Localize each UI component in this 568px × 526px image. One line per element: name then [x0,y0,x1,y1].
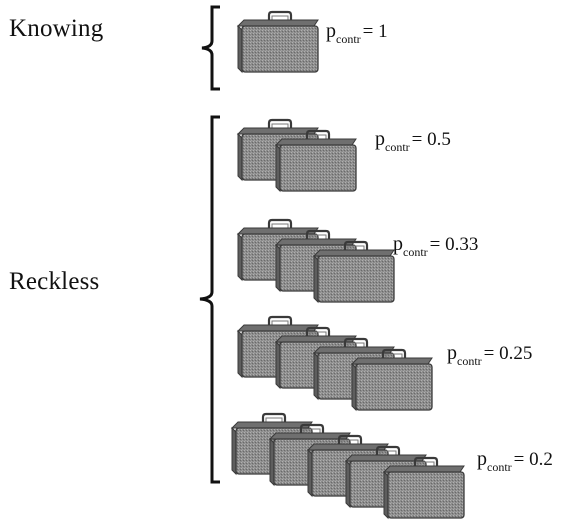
suitcase-icon [312,240,396,304]
reckless-suitcase-group-3 [236,218,396,304]
prob-label-reckless-5: pcontr= 0.2 [477,448,553,474]
suitcase-icon [274,129,358,193]
knowing-label: Knowing [9,15,104,42]
knowing-suitcase-group [236,10,320,74]
prob-label-reckless-4: pcontr= 0.25 [447,342,533,368]
reckless-suitcase-group-4 [236,315,434,412]
suitcase-icon [350,348,434,412]
reckless-bracket [199,115,220,484]
prob-label-reckless-2: pcontr= 0.5 [375,128,451,154]
prob-label-knowing: pcontr= 1 [326,20,388,46]
suitcase-icon [382,456,466,520]
reckless-suitcase-group-5 [230,412,466,520]
reckless-label: Reckless [9,268,100,295]
reckless-suitcase-group-2 [236,118,358,193]
prob-label-reckless-3: pcontr= 0.33 [393,233,479,259]
suitcase-icon [236,10,320,74]
knowing-bracket [201,5,220,91]
